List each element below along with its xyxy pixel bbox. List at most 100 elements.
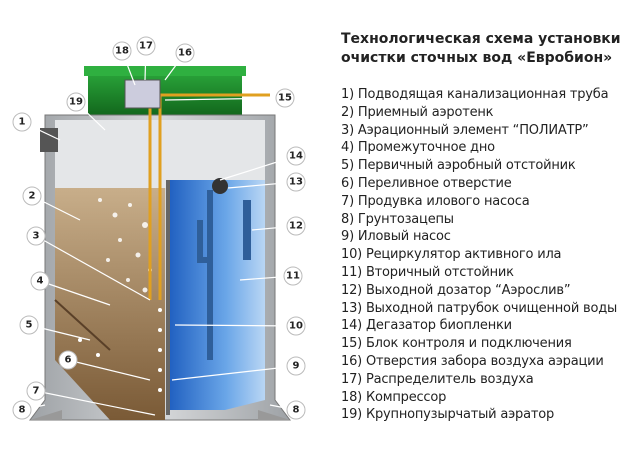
legend-item: 18) Компрессор (341, 389, 447, 405)
secondary-settler (168, 180, 265, 410)
callout-5: 5 (19, 315, 91, 341)
callout-3: 3 (26, 226, 151, 301)
callout-10: 10 (174, 316, 306, 336)
legend-item: 10) Рециркулятор активного ила (341, 247, 562, 263)
primary-chamber (55, 188, 165, 420)
callout-number: 1 (19, 117, 26, 128)
callout-number: 5 (26, 320, 33, 331)
callout-9: 9 (171, 356, 306, 381)
callout-4: 4 (30, 271, 111, 306)
callout-number: 18 (115, 46, 129, 57)
leader-line (164, 97, 286, 101)
leader-line (35, 235, 151, 301)
callout-number: 10 (289, 321, 303, 332)
callout-number: 16 (178, 48, 192, 59)
legend-item: 3) Аэрационный элемент “ПОЛИАТР” (341, 122, 589, 138)
callout-circle (12, 112, 32, 132)
callout-circle (30, 271, 50, 291)
callout-circle (275, 88, 295, 108)
callout-number: 6 (65, 355, 72, 366)
callout-circle (283, 266, 303, 286)
leader-line (219, 155, 297, 181)
legend-item: 5) Первичный аэробный отстойник (341, 158, 576, 174)
callout-circle (66, 92, 86, 112)
callout-number: 19 (69, 97, 83, 108)
legend-list: 1) Подводящая канализационная труба 2) Пр… (341, 86, 617, 424)
legend-item: 11) Вторичный отстойник (341, 264, 514, 280)
callout-circle (22, 186, 42, 206)
ground-anchor-right (258, 410, 290, 420)
callout-11: 11 (239, 266, 303, 286)
diagram-title: Технологическая схема установки очистки … (341, 30, 621, 68)
callout-circle (19, 315, 39, 335)
callout-1: 1 (12, 112, 61, 141)
callout-circle (58, 350, 78, 370)
callout-circle (286, 400, 306, 420)
callout-18: 18 (112, 41, 136, 86)
callout-number: 14 (289, 151, 303, 162)
ground-anchor-left (30, 410, 62, 420)
legend-item: 13) Выходной патрубок очищенной воды (341, 300, 618, 316)
callout-15: 15 (164, 88, 295, 108)
callout-16: 16 (164, 43, 195, 81)
legend-item: 8) Грунтозацепы (341, 211, 454, 227)
callout-8: 8 (12, 400, 46, 420)
callout-8: 8 (269, 400, 306, 420)
title-line-2: очистки сточных вод «Евробион» (341, 50, 613, 66)
lid (84, 66, 246, 116)
callout-number: 3 (33, 231, 40, 242)
callout-number: 11 (286, 271, 300, 282)
leader-line (28, 324, 91, 341)
callout-circle (286, 146, 306, 166)
callout-13: 13 (227, 172, 306, 192)
callout-number: 7 (33, 386, 40, 397)
callout-number: 17 (139, 41, 153, 52)
callout-2: 2 (22, 186, 81, 221)
leader-line (227, 181, 297, 189)
callout-number: 4 (37, 276, 44, 287)
legend-item: 7) Продувка илового насоса (341, 193, 530, 209)
callout-number: 8 (293, 405, 300, 416)
leader-line (171, 365, 297, 381)
callout-circle (136, 36, 156, 56)
legend-item: 14) Дегазатор биопленки (341, 318, 512, 334)
callout-number: 12 (289, 221, 303, 232)
callout-7: 7 (26, 381, 156, 416)
overflow-holes (78, 308, 162, 392)
leader-line (174, 324, 297, 327)
degasser (197, 190, 213, 360)
legend-item: 19) Крупнопузырчатый аэратор (341, 407, 555, 423)
leader-line (39, 280, 111, 306)
callout-circle (286, 216, 306, 236)
legend-item: 4) Промежуточное дно (341, 140, 495, 156)
leader-line (35, 390, 156, 416)
legend-item: 1) Подводящая канализационная труба (341, 87, 609, 102)
callout-circle (112, 41, 132, 61)
legend-item: 12) Выходной дозатор “Аэрослив” (341, 282, 571, 298)
callout-19: 19 (66, 92, 106, 131)
legend-item: 15) Блок контроля и подключения (341, 336, 572, 352)
callout-number: 8 (19, 405, 26, 416)
callout-6: 6 (58, 350, 151, 381)
callout-number: 15 (278, 93, 292, 104)
callout-circle (286, 356, 306, 376)
inlet-pipe (40, 128, 58, 152)
callout-17: 17 (136, 36, 156, 81)
legend-item: 16) Отверстия забора воздуха аэрации (341, 353, 604, 369)
callout-circle (26, 381, 46, 401)
compressor (124, 79, 161, 109)
legend-item: 17) Распределитель воздуха (341, 371, 534, 387)
callout-circle (286, 172, 306, 192)
legend-item: 2) Приемный аэротенк (341, 104, 494, 120)
callout-circle (12, 400, 32, 420)
outlet-pipe (212, 178, 228, 194)
callout-number: 13 (289, 177, 303, 188)
title-line-1: Технологическая схема установки (341, 31, 621, 47)
callout-number: 2 (29, 191, 36, 202)
intermediate-bottom (54, 299, 111, 351)
callout-14: 14 (219, 146, 306, 181)
callout-circle (175, 43, 195, 63)
legend-item: 6) Переливное отверстие (341, 175, 512, 191)
callout-12: 12 (251, 216, 306, 236)
